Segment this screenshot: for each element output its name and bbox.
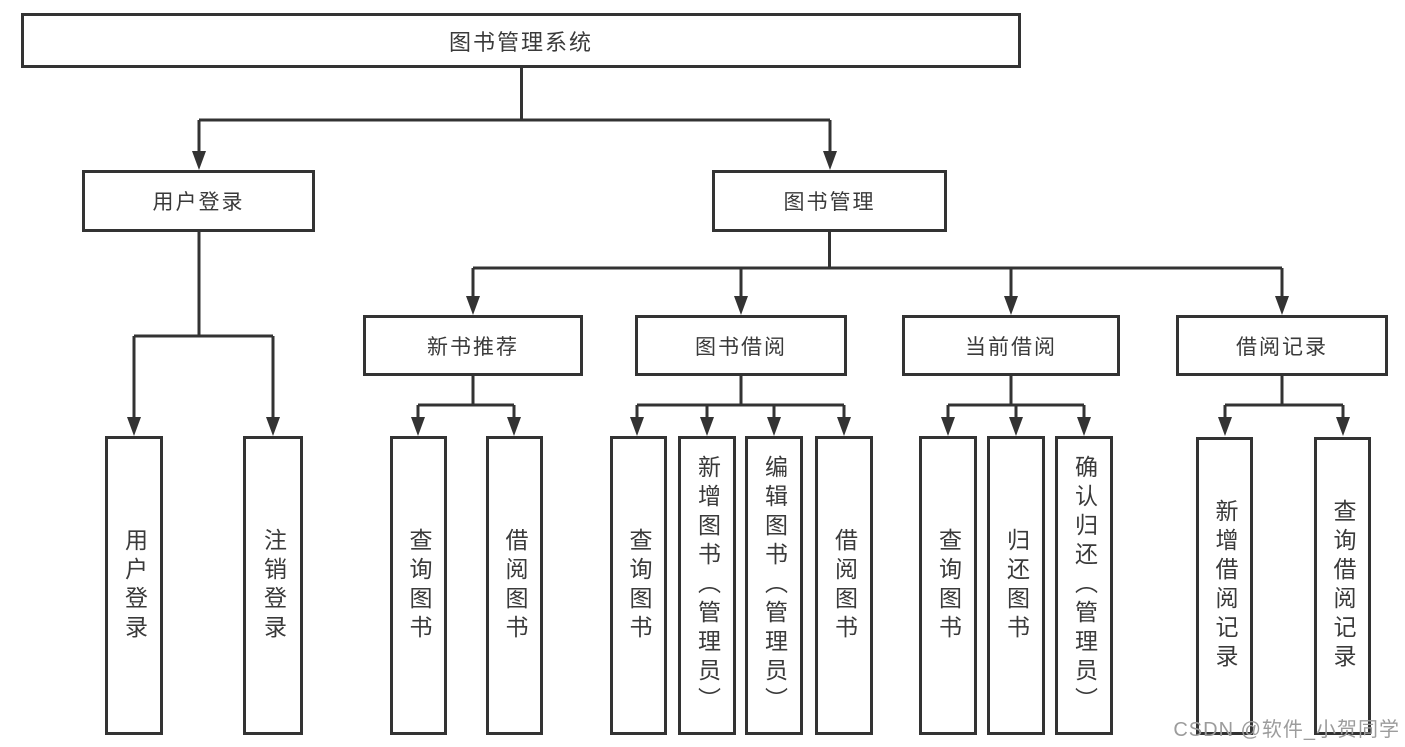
leaf-logout: 注销登录: [243, 436, 303, 735]
node-label: 图书管理: [783, 191, 876, 214]
node-current-borrowing: 当前借阅: [902, 315, 1120, 376]
leaf-query-books-borrow: 查询图书: [610, 436, 667, 735]
node-label: 用户登录: [152, 191, 245, 214]
node-label: 查询图书: [406, 527, 432, 644]
node-borrowing-records: 借阅记录: [1176, 315, 1388, 376]
leaf-edit-book-admin: 编辑图书（管理员）: [745, 436, 803, 735]
leaf-query-books-current: 查询图书: [919, 436, 977, 735]
leaf-query-borrow-record: 查询借阅记录: [1314, 437, 1371, 735]
leaf-return-book: 归还图书: [987, 436, 1045, 735]
leaf-borrow-books-recommend: 借阅图书: [486, 436, 543, 735]
node-book-borrowing: 图书借阅: [635, 315, 847, 376]
node-label: 注销登录: [260, 527, 287, 644]
leaf-add-borrow-record: 新增借阅记录: [1196, 437, 1253, 735]
node-book-management: 图书管理: [712, 170, 947, 232]
leaf-confirm-return-admin: 确认归还（管理员）: [1055, 436, 1113, 735]
node-label: 借阅记录: [1236, 335, 1328, 359]
node-label: 新书推荐: [427, 335, 519, 359]
leaf-borrow-books: 借阅图书: [815, 436, 873, 735]
node-label: 查询图书: [935, 527, 962, 644]
node-label: 借阅图书: [502, 527, 528, 644]
node-new-book-recommend: 新书推荐: [363, 315, 583, 376]
leaf-query-books-recommend: 查询图书: [390, 436, 447, 735]
node-label: 用户登录: [121, 527, 148, 644]
node-label: 图书管理系统: [448, 29, 593, 55]
node-label: 归还图书: [1003, 527, 1030, 644]
node-label: 新增借阅记录: [1212, 499, 1238, 673]
leaf-user-login: 用户登录: [105, 436, 163, 735]
csdn-watermark: CSDN @软件_小贺同学: [1173, 719, 1400, 741]
node-library-management-system: 图书管理系统: [21, 13, 1021, 68]
node-user-login: 用户登录: [82, 170, 315, 232]
node-label: 当前借阅: [965, 335, 1057, 359]
node-label: 图书借阅: [695, 335, 787, 359]
node-label: 编辑图书（管理员）: [761, 455, 788, 716]
node-label: 借阅图书: [831, 527, 858, 644]
node-label: 确认归还（管理员）: [1071, 455, 1098, 716]
node-label: 查询借阅记录: [1330, 499, 1356, 673]
node-label: 查询图书: [626, 527, 652, 644]
leaf-add-book-admin: 新增图书（管理员）: [678, 436, 736, 735]
node-label: 新增图书（管理员）: [694, 455, 721, 716]
